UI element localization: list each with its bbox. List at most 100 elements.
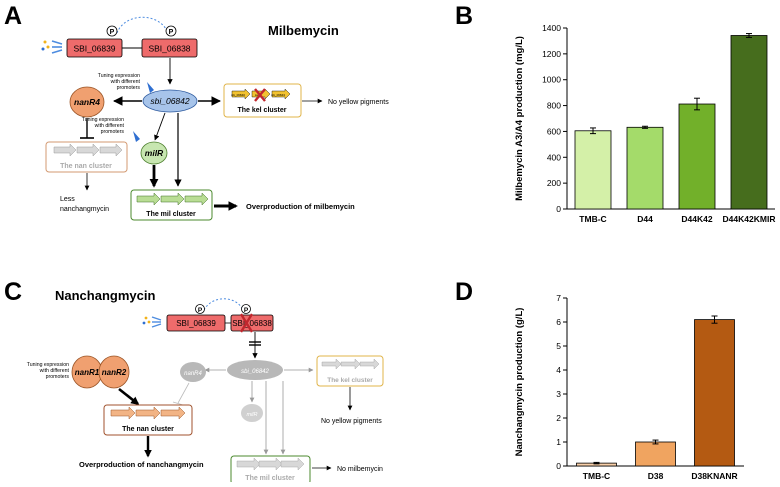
no-yellow-label: No yellow pigments — [328, 99, 389, 106]
svg-text:SBI_06839: SBI_06839 — [176, 319, 216, 328]
kel-cluster-box: sbi_06840 kelY sbi_06843 The kel cluster — [223, 83, 302, 118]
signal-icon — [41, 40, 63, 54]
no-milbemycin-label: No milbemycin — [337, 466, 383, 473]
svg-text:The nan cluster: The nan cluster — [122, 426, 174, 433]
category-label: D44 — [637, 214, 653, 224]
bar — [635, 441, 676, 467]
svg-text:SBI_06838: SBI_06838 — [232, 319, 272, 328]
svg-text:The mil cluster: The mil cluster — [245, 475, 295, 482]
y-tick-label: 200 — [547, 178, 561, 188]
regulator-c-nanR4: nanR4 — [180, 362, 206, 382]
svg-text:nanR4: nanR4 — [184, 371, 202, 377]
y-tick-label: 2 — [556, 413, 561, 423]
kel-cluster-box-c: The kel cluster — [316, 355, 384, 387]
regulator-nanR1: nanR1 — [71, 355, 103, 389]
y-axis-label: Milbemycin A3/A4 production (mg/L) — [514, 36, 525, 201]
y-tick-label: 6 — [556, 317, 561, 327]
panel-letter-d: D — [455, 278, 473, 306]
promoter-tuning-icon-2 — [133, 131, 140, 142]
y-tick-label: 3 — [556, 389, 561, 399]
gene-sbi-06839: SBI_06839 — [66, 38, 123, 58]
gene-c-sbi-06838: SBI_06838 — [230, 313, 274, 333]
nan-cluster-box: The nan cluster — [45, 141, 128, 173]
kel-cluster-label: The kel cluster — [237, 107, 286, 114]
category-label: D44K42 — [681, 214, 712, 224]
y-tick-label: 800 — [547, 101, 561, 111]
y-tick-label: 600 — [547, 126, 561, 136]
svg-text:sbi_06842: sbi_06842 — [150, 96, 190, 106]
gene-sbi-06838: SBI_06838 — [141, 38, 198, 58]
svg-text:sbi_06840: sbi_06840 — [231, 93, 245, 97]
overproduction-nanchangmycin-label: Overproduction of nanchangmycin — [79, 460, 204, 469]
panel-letter-b: B — [455, 2, 473, 30]
deletion-cross-icon — [254, 88, 266, 102]
bar — [626, 126, 664, 210]
bar — [678, 103, 716, 210]
phospho-circle-c-right: P — [241, 304, 251, 314]
nan-cluster-label: The nan cluster — [60, 163, 112, 170]
gene-c-sbi-06839: SBI_06839 — [166, 314, 226, 332]
panel-letter-c: C — [4, 278, 22, 306]
signal-icon-c — [142, 316, 162, 328]
svg-text:P: P — [244, 307, 249, 314]
svg-text:SBI_06838: SBI_06838 — [148, 44, 190, 54]
category-label: D44K42KMIR — [723, 214, 776, 224]
y-tick-label: 0 — [556, 204, 561, 214]
mil-cluster-label: The mil cluster — [146, 211, 196, 218]
svg-text:milR: milR — [145, 148, 164, 158]
panel-a-title: Milbemycin — [268, 23, 339, 38]
category-label: TMB-C — [579, 214, 606, 224]
y-tick-label: 1 — [556, 437, 561, 447]
mil-cluster-box: The mil cluster — [130, 189, 213, 221]
phospho-circle-right: P — [165, 25, 177, 37]
category-label: D38KNANR — [691, 471, 737, 481]
promoter-tuning-icon — [147, 82, 154, 93]
y-tick-label: 0 — [556, 461, 561, 471]
regulator-nanR4: nanR4 — [69, 86, 105, 118]
bar — [730, 35, 768, 210]
svg-text:P: P — [169, 29, 174, 36]
y-tick-label: 5 — [556, 341, 561, 351]
svg-text:nanR4: nanR4 — [74, 97, 100, 107]
svg-text:sbi_06842: sbi_06842 — [241, 369, 269, 375]
phospho-circle-left: P — [106, 25, 118, 37]
svg-text:The kel cluster: The kel cluster — [327, 377, 373, 384]
y-tick-label: 1400 — [542, 23, 561, 33]
mil-cluster-box-c: The mil cluster — [230, 455, 311, 485]
svg-text:SBI_06839: SBI_06839 — [73, 44, 115, 54]
regulator-c-milR: milR — [241, 404, 263, 422]
regulator-c-sbi-06842: sbi_06842 — [227, 360, 283, 380]
regulator-milR: milR — [140, 141, 168, 165]
svg-text:milR: milR — [247, 412, 258, 418]
y-tick-label: 4 — [556, 365, 561, 375]
phospho-circle-c-left: P — [195, 304, 205, 314]
panel-a: A Milbemycin P P SBI_06839 SBI_068 — [4, 2, 389, 221]
no-yellow-label-c: No yellow pigments — [321, 418, 382, 425]
y-tick-label: 7 — [556, 293, 561, 303]
category-label: D38 — [648, 471, 664, 481]
panel-c-title: Nanchangmycin — [55, 288, 155, 303]
svg-text:kelY: kelY — [255, 93, 261, 97]
nan-cluster-box-c: The nan cluster — [103, 404, 193, 436]
y-axis-label: Nanchangmycin production (g/L) — [514, 308, 525, 457]
panel-letter-a: A — [4, 2, 22, 30]
svg-text:P: P — [198, 307, 203, 314]
svg-text:sbi_06843: sbi_06843 — [271, 93, 285, 97]
deletion-cross-icon-c — [239, 313, 254, 333]
bar — [694, 319, 735, 467]
svg-text:nanR2: nanR2 — [102, 368, 127, 377]
regulator-sbi-06842: sbi_06842 — [142, 89, 198, 113]
y-tick-label: 400 — [547, 152, 561, 162]
panel-c: C Nanchangmycin P P SBI_06839 SBI_06838 — [4, 278, 384, 485]
bar — [574, 130, 612, 210]
y-tick-label: 1000 — [542, 75, 561, 85]
